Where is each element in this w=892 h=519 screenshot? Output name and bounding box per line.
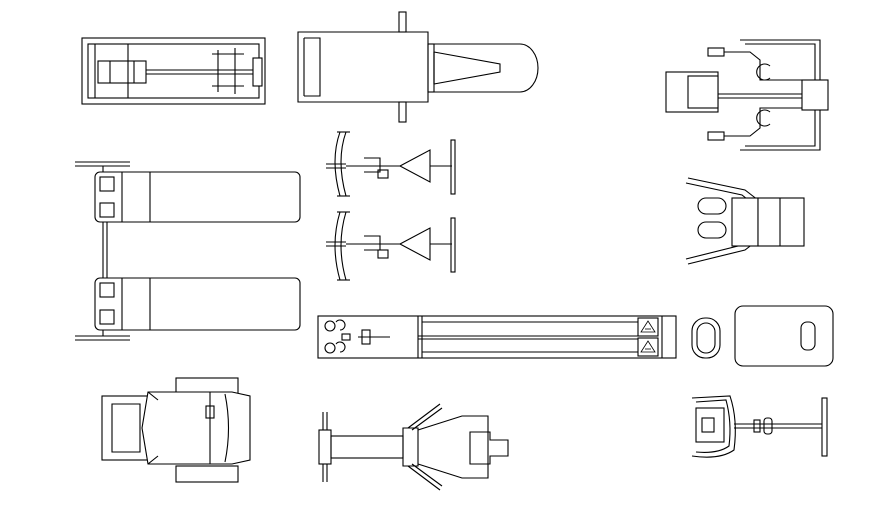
rounded-pad xyxy=(734,305,834,367)
bench-upper xyxy=(75,161,301,223)
oval-pad xyxy=(691,317,721,359)
long-rack xyxy=(317,315,677,359)
machine-top-left xyxy=(81,37,266,105)
multi-station-top-right xyxy=(665,39,829,151)
armchair xyxy=(101,377,251,483)
hack-squat xyxy=(318,403,509,491)
cable-station-upper xyxy=(326,131,456,197)
recliner-right xyxy=(685,177,805,265)
leg-press-top xyxy=(297,11,539,123)
chair-with-bar xyxy=(691,395,828,458)
bench-lower xyxy=(75,222,301,341)
cable-station-lower xyxy=(326,211,456,281)
